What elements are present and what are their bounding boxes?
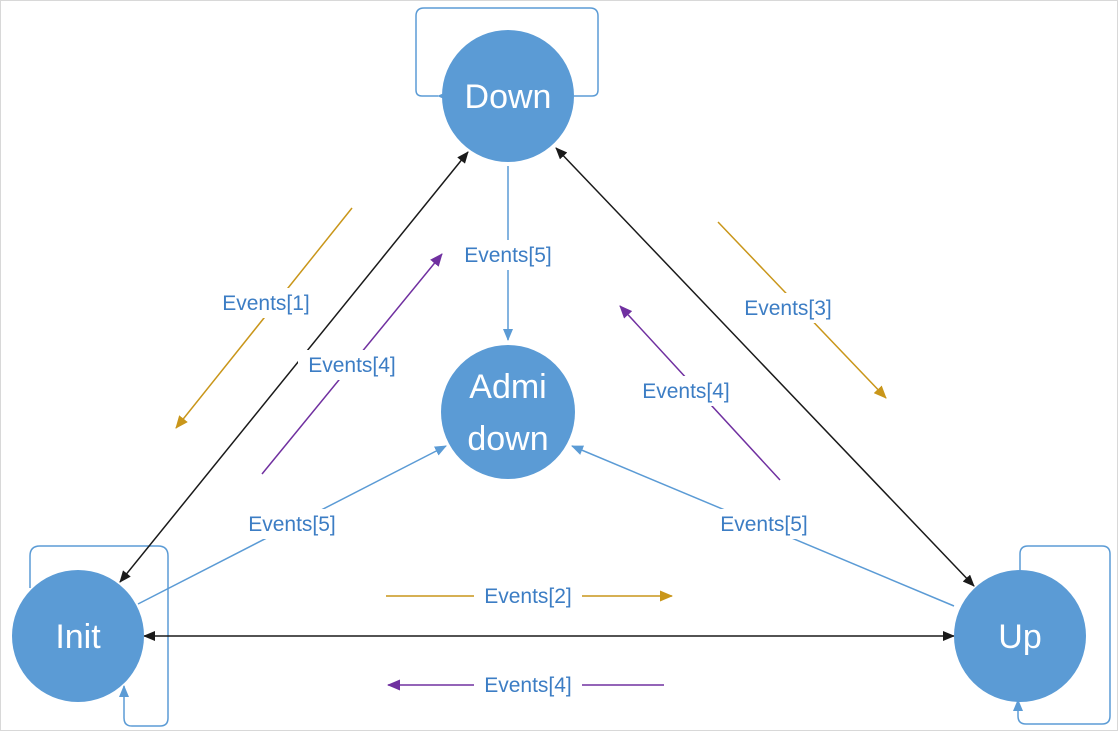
label-events3: Events[3]: [744, 297, 832, 320]
node-down-label: Down: [465, 78, 552, 116]
node-admin-label-line1: Admi: [469, 368, 546, 406]
node-up: Up: [954, 570, 1086, 702]
node-init: Init: [12, 570, 144, 702]
node-down: Down: [442, 30, 574, 162]
label-events5-left: Events[5]: [248, 513, 336, 536]
label-events2: Events[2]: [484, 585, 572, 608]
label-events5-right: Events[5]: [720, 513, 808, 536]
edge-down-up: [555, 147, 975, 587]
down-self-loop: [415, 7, 599, 101]
node-up-label: Up: [998, 618, 1041, 656]
label-events4-left: Events[4]: [308, 354, 396, 377]
node-init-label: Init: [55, 618, 101, 656]
edge-init-down: [119, 151, 469, 583]
label-events4-right: Events[4]: [642, 380, 730, 403]
label-events1: Events[1]: [222, 292, 310, 315]
node-admin-label-line2: down: [467, 420, 548, 458]
label-events4-bottom: Events[4]: [484, 674, 572, 697]
node-admin-down: Admi down: [441, 345, 575, 479]
label-events5-top: Events[5]: [464, 244, 552, 267]
up-self-loop: [1013, 545, 1111, 725]
